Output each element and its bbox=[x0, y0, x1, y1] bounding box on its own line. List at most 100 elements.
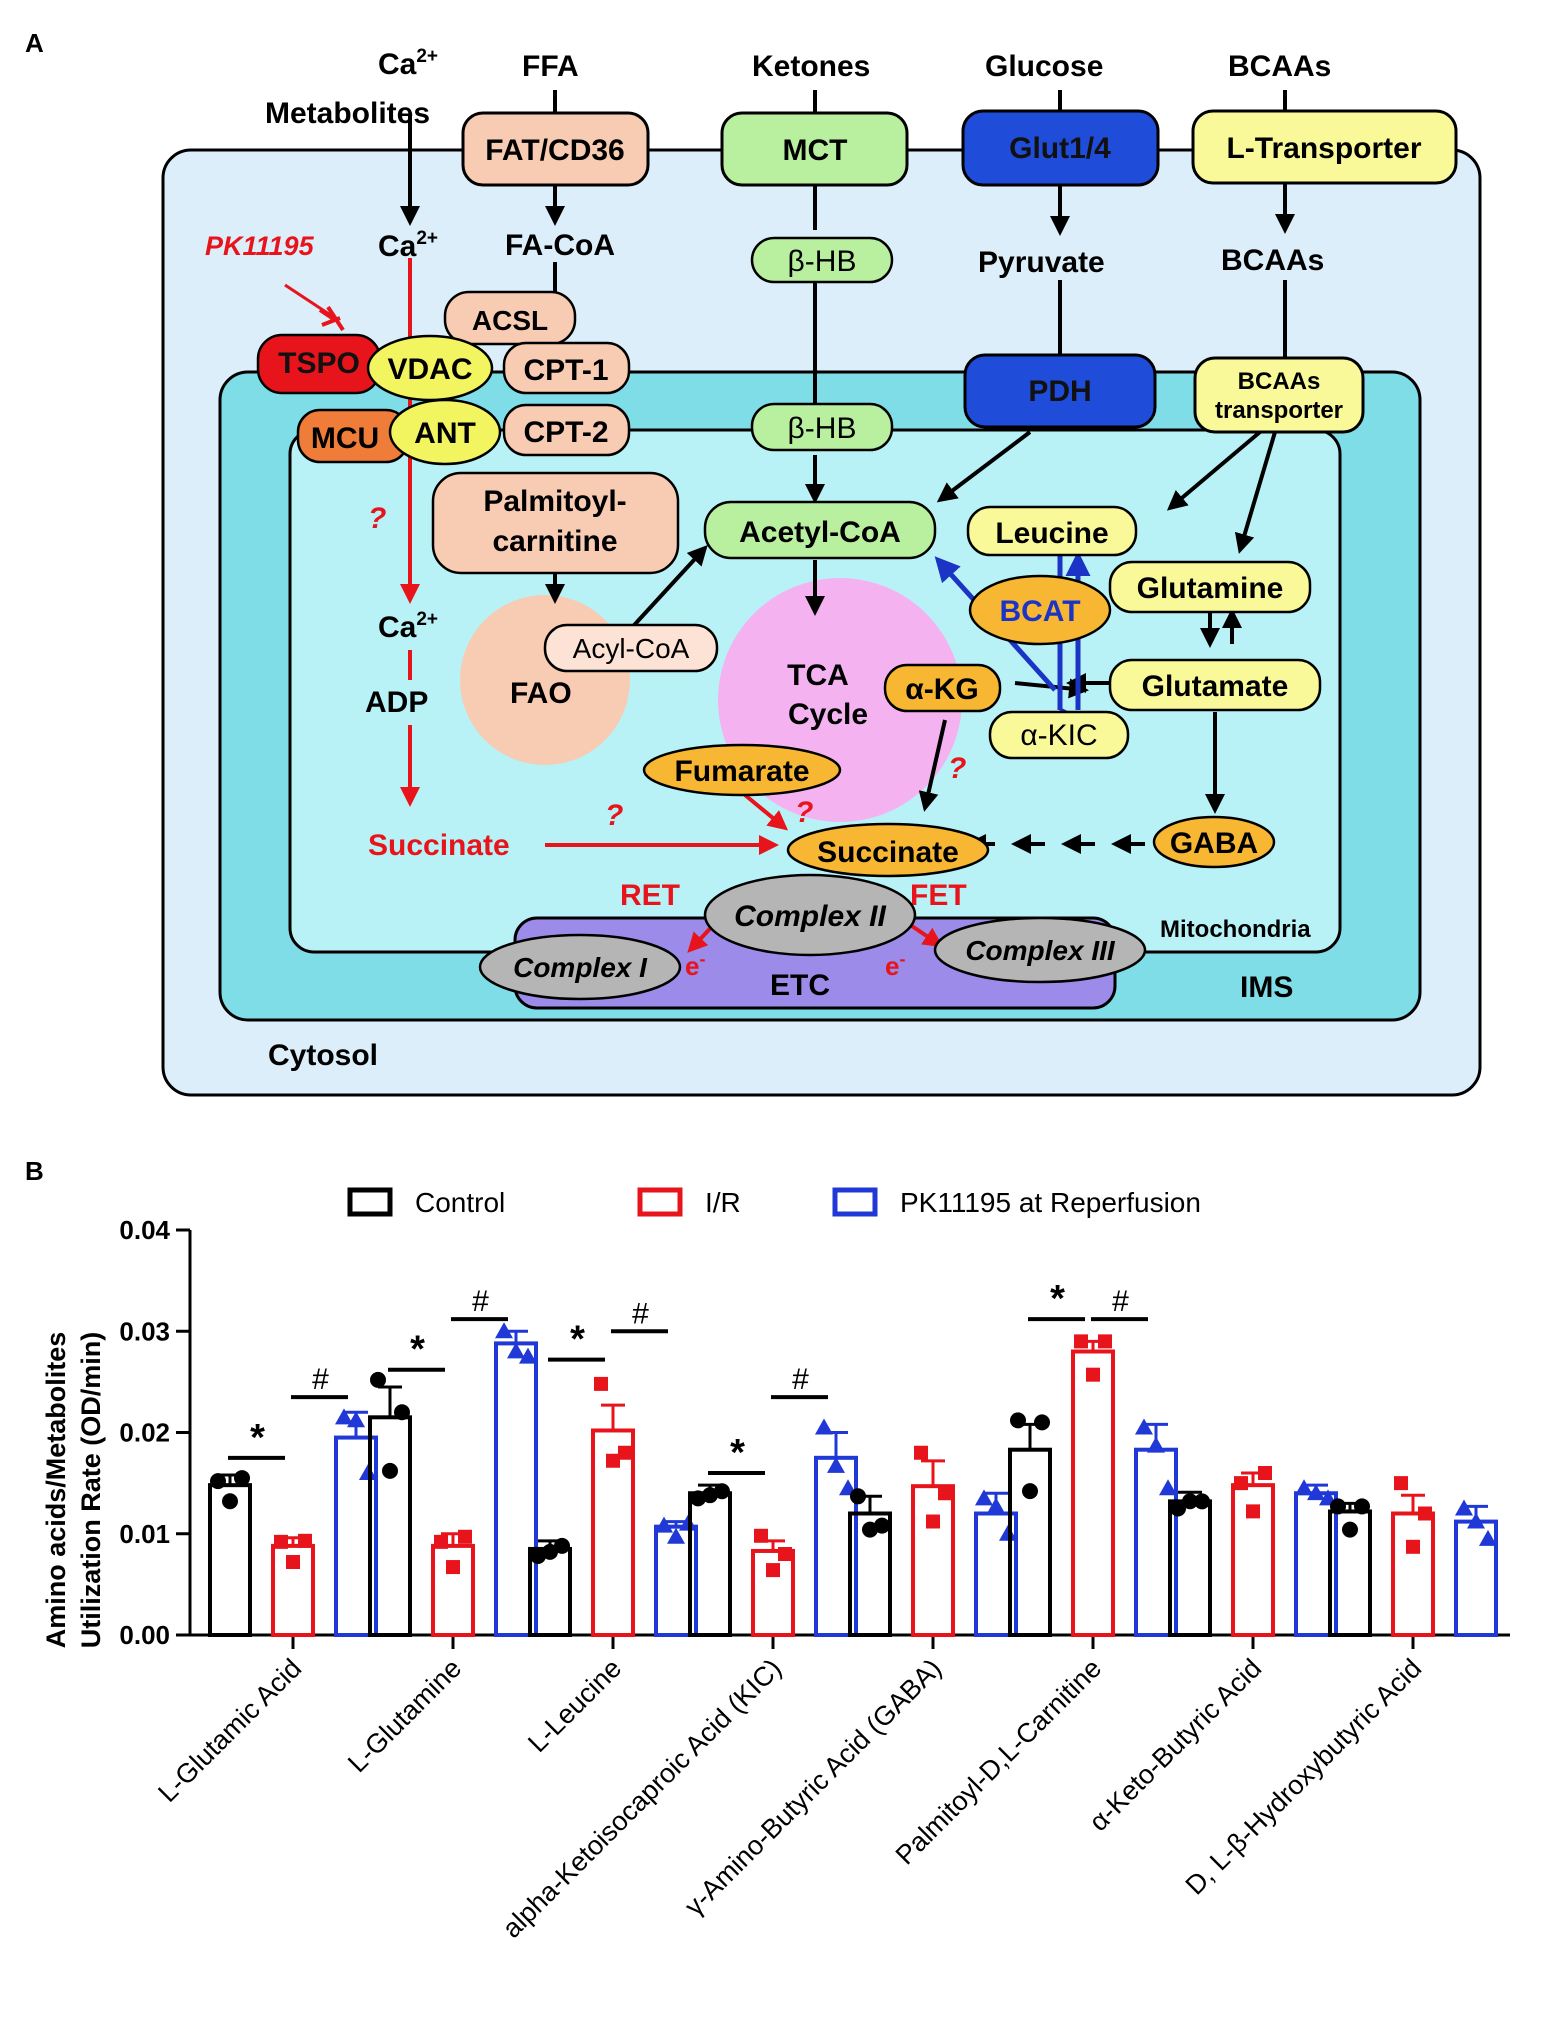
fet-label: FET bbox=[910, 879, 967, 912]
data-point bbox=[507, 1342, 525, 1359]
question-mark-4: ? bbox=[605, 799, 623, 832]
bhb-cytosol-box bbox=[750, 236, 894, 284]
fumarate-label: Fumarate bbox=[674, 755, 809, 788]
complex-iii-label: Complex III bbox=[965, 935, 1116, 966]
data-point bbox=[667, 1527, 685, 1544]
y-tick-label: 0.03 bbox=[119, 1316, 170, 1346]
succinate-label: Succinate bbox=[817, 836, 959, 869]
top-label-ketones: Ketones bbox=[752, 50, 870, 83]
significance-label: # bbox=[312, 1363, 329, 1396]
pk11195-label: PK11195 bbox=[205, 231, 315, 261]
significance-label: * bbox=[1050, 1278, 1065, 1320]
data-point bbox=[618, 1445, 632, 1460]
data-point bbox=[914, 1445, 928, 1460]
bhb-matrix-label: β-HB bbox=[788, 412, 857, 445]
data-point bbox=[1170, 1500, 1186, 1517]
bcaas-transporter-label-1: BCAAs bbox=[1238, 368, 1321, 395]
data-point bbox=[347, 1411, 365, 1428]
acetyl-coa-box bbox=[703, 500, 937, 560]
significance-label: * bbox=[410, 1329, 425, 1371]
l-transporter-box bbox=[1191, 109, 1458, 185]
data-point bbox=[714, 1483, 730, 1500]
mitochondria-label: Mitochondria bbox=[1160, 916, 1311, 943]
y-axis-label-1: Amino acids/Metabolites bbox=[41, 1332, 71, 1649]
x-tick-label: L-Leucine bbox=[522, 1653, 627, 1758]
akic-box bbox=[988, 710, 1130, 760]
bar bbox=[1008, 1447, 1052, 1637]
bar bbox=[271, 1543, 315, 1637]
y-tick-label: 0.00 bbox=[119, 1620, 170, 1650]
acyl-coa-box bbox=[543, 623, 719, 673]
data-point bbox=[1295, 1479, 1313, 1496]
data-point bbox=[1418, 1506, 1432, 1521]
x-tick-label: L-Glutamic Acid bbox=[152, 1653, 307, 1808]
mcu-label: MCU bbox=[311, 422, 379, 455]
y-tick-label: 0.04 bbox=[119, 1215, 170, 1245]
cytosol-pyruvate: Pyruvate bbox=[978, 246, 1105, 279]
bar bbox=[751, 1548, 795, 1637]
y-tick-label: 0.01 bbox=[119, 1519, 170, 1549]
data-point bbox=[286, 1555, 300, 1569]
bcat-ellipse bbox=[968, 574, 1112, 646]
data-point bbox=[1010, 1412, 1026, 1429]
bcaas-transporter-box bbox=[1193, 356, 1365, 434]
mct-label: MCT bbox=[783, 134, 848, 167]
bar bbox=[1071, 1349, 1115, 1637]
data-point bbox=[754, 1528, 768, 1543]
ims-label: IMS bbox=[1240, 971, 1293, 1004]
data-point bbox=[1342, 1521, 1358, 1538]
gaba-label: GABA bbox=[1170, 827, 1258, 860]
data-point bbox=[1330, 1498, 1346, 1515]
data-point bbox=[1234, 1476, 1248, 1491]
top-label-glucose: Glucose bbox=[985, 50, 1103, 83]
question-mark-3: ? bbox=[795, 796, 813, 829]
fat-cd36-box bbox=[461, 111, 650, 187]
significance-label: # bbox=[792, 1363, 809, 1396]
succinate-ellipse bbox=[786, 822, 990, 878]
mct-box bbox=[720, 111, 909, 187]
glutamate-label: Glutamate bbox=[1142, 670, 1289, 703]
leucine-box bbox=[966, 505, 1138, 557]
significance-label: * bbox=[570, 1319, 585, 1361]
tca-label-1: TCA bbox=[787, 659, 849, 692]
data-point bbox=[434, 1534, 448, 1549]
cytosol-label: Cytosol bbox=[268, 1039, 378, 1072]
bar bbox=[208, 1483, 252, 1637]
y-axis-label-2: Utilization Rate (OD/min) bbox=[76, 1332, 106, 1649]
data-point bbox=[778, 1547, 792, 1561]
significance-label: * bbox=[250, 1417, 265, 1459]
legend-swatch bbox=[637, 1187, 683, 1217]
top-label-ffa: FFA bbox=[522, 50, 579, 83]
significance-label: * bbox=[730, 1432, 745, 1474]
bhb-matrix-box bbox=[750, 402, 894, 452]
matrix-ca: Ca2+ bbox=[378, 609, 438, 644]
data-point bbox=[210, 1473, 226, 1490]
gaba-ellipse bbox=[1152, 815, 1276, 869]
ant-ellipse bbox=[388, 398, 502, 466]
fumarate-ellipse bbox=[642, 743, 842, 797]
data-point bbox=[1394, 1476, 1408, 1491]
data-point bbox=[1455, 1499, 1473, 1516]
top-label-metabolites: Metabolites bbox=[265, 97, 430, 130]
question-mark-1: ? bbox=[368, 502, 386, 535]
data-point bbox=[298, 1533, 312, 1548]
bar bbox=[1231, 1483, 1275, 1637]
bar bbox=[911, 1484, 955, 1637]
complex-ii-ellipse bbox=[703, 873, 917, 957]
data-point bbox=[495, 1322, 513, 1339]
acyl-coa-label: Acyl-CoA bbox=[573, 633, 690, 664]
x-tick-label: L-Glutamine bbox=[342, 1653, 467, 1778]
tca-label-2: Cycle bbox=[788, 698, 868, 731]
data-point bbox=[554, 1537, 570, 1554]
data-point bbox=[827, 1456, 845, 1473]
data-point bbox=[850, 1488, 866, 1505]
acsl-box bbox=[443, 290, 577, 346]
data-point bbox=[542, 1543, 558, 1560]
legend-swatch bbox=[347, 1187, 393, 1217]
etc-label: ETC bbox=[770, 969, 830, 1002]
legend-label: PK11195 at Reperfusion bbox=[900, 1187, 1201, 1218]
glutamine-box bbox=[1108, 560, 1312, 614]
legend-swatch bbox=[832, 1187, 878, 1217]
data-point bbox=[519, 1347, 537, 1364]
palmitoylcarnitine-label-1: Palmitoyl- bbox=[483, 485, 626, 518]
